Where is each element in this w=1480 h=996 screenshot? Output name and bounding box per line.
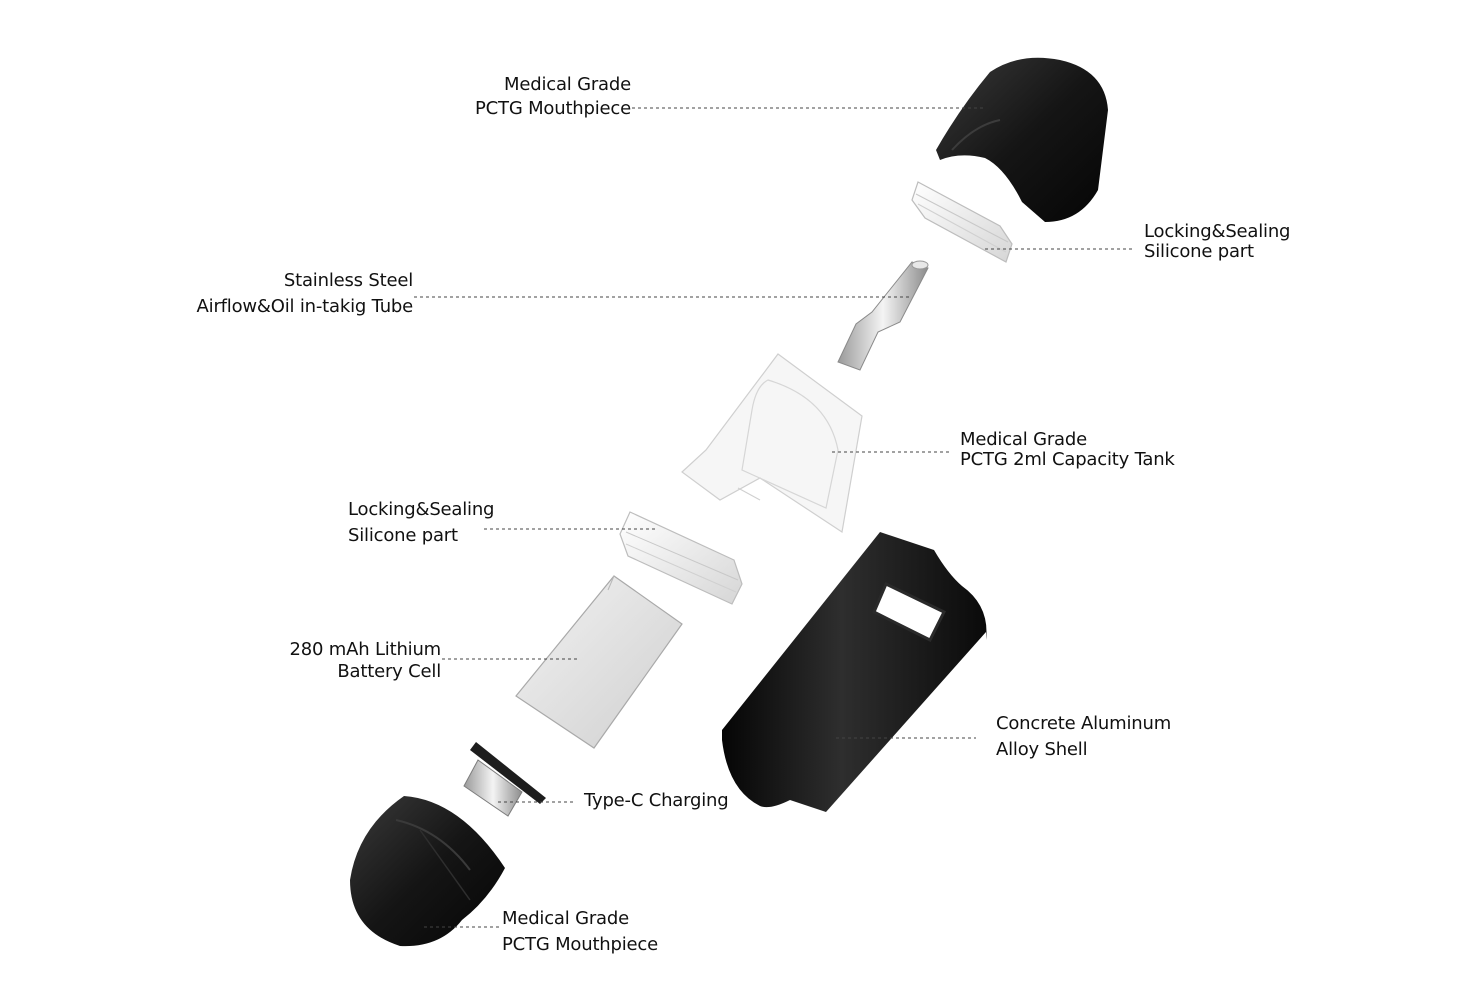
label-line: Stainless Steel	[283, 270, 413, 291]
label-sealing-top: Locking&Sealing Silicone part	[1144, 222, 1290, 262]
steel-tube	[837, 260, 929, 371]
label-line: Locking&Sealing	[348, 499, 495, 520]
label-line: Concrete Aluminum	[996, 713, 1172, 734]
type-c-port	[463, 742, 546, 817]
label-line: Alloy Shell	[996, 739, 1088, 760]
leader-lines	[414, 107, 1132, 928]
label-line: Airflow&Oil in-takig Tube	[196, 296, 414, 317]
label-line: PCTG 2ml Capacity Tank	[960, 449, 1175, 470]
label-line: Battery Cell	[337, 661, 441, 682]
label-tank: Medical Grade PCTG 2ml Capacity Tank	[960, 430, 1175, 470]
top-silicone-ring	[911, 181, 1013, 263]
label-battery: 280 mAh Lithium Battery Cell	[290, 639, 442, 683]
label-mouthpiece-bottom: Medical Grade PCTG Mouthpiece	[502, 906, 658, 958]
label-line: PCTG Mouthpiece	[502, 934, 658, 955]
label-charging: Type-C Charging	[584, 789, 729, 813]
label-mouthpiece-top: Medical Grade PCTG Mouthpiece	[475, 73, 631, 121]
label-shell: Concrete Aluminum Alloy Shell	[996, 711, 1171, 763]
label-sealing-bottom: Locking&Sealing Silicone part	[348, 497, 494, 549]
label-line: Locking&Sealing	[1144, 221, 1291, 242]
label-line: Type-C Charging	[584, 790, 729, 811]
battery-cell	[515, 575, 683, 749]
label-line: Medical Grade	[502, 908, 629, 929]
bottom-silicone-ring	[619, 511, 743, 605]
label-line: Medical Grade	[504, 74, 631, 95]
bottom-mouthpiece	[350, 796, 505, 947]
label-line: Medical Grade	[960, 429, 1087, 450]
aluminum-shell	[722, 532, 987, 812]
label-line: Silicone part	[348, 525, 458, 546]
label-line: Silicone part	[1144, 241, 1254, 262]
label-tube: Stainless Steel Airflow&Oil in-takig Tub…	[196, 268, 414, 320]
top-mouthpiece	[936, 57, 1108, 222]
label-line: 280 mAh Lithium	[289, 639, 442, 660]
clear-tank	[681, 353, 863, 534]
label-line: PCTG Mouthpiece	[475, 98, 631, 119]
